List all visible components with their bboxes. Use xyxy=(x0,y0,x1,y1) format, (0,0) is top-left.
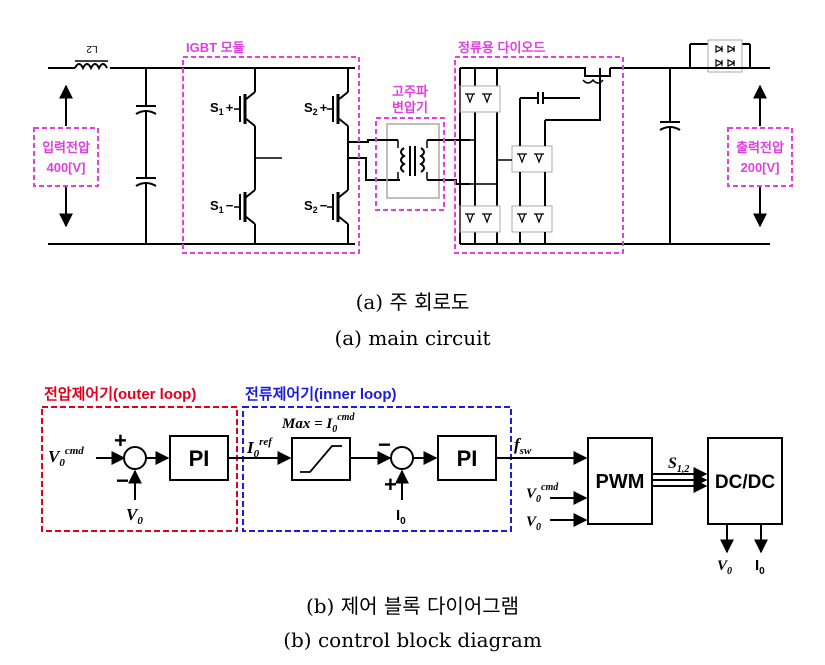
inner-loop-box xyxy=(242,406,512,532)
igbt-s1-plus xyxy=(234,91,256,127)
input-voltage-label-2: 400[V] xyxy=(46,160,85,175)
pi-outer-label: PI xyxy=(189,446,210,471)
v0-cmd-label: V0cmd xyxy=(48,445,84,469)
caption-b-english: (b) control block diagram xyxy=(283,628,542,652)
s12-label: S1,2 xyxy=(668,455,689,475)
v0-feedback-label: V0 xyxy=(126,505,143,527)
pwm-label: PWM xyxy=(596,471,645,493)
dcdc-label: DC/DC xyxy=(715,472,775,493)
switch-s1-plus-label: S1+ xyxy=(210,100,234,117)
outer-loop-box xyxy=(41,406,238,532)
hf-transformer-label-1: 고주파 xyxy=(392,84,428,99)
outer-minus-sign: − xyxy=(116,468,129,493)
pwm-v0-label: V0 xyxy=(526,514,541,533)
input-voltage-box xyxy=(33,127,99,187)
dcdc-v0-output-label: V0 xyxy=(717,558,732,577)
dcdc-block xyxy=(707,437,783,525)
rectifier-label: 정류용 다이오드 xyxy=(458,40,545,55)
outer-plus-sign: + xyxy=(114,428,127,453)
rectifier-box xyxy=(454,56,624,254)
caption-a-english: (a) main circuit xyxy=(334,326,491,350)
switch-s2-plus-label: S2+ xyxy=(304,100,328,117)
inner-loop-label: 전류제어기(inner loop) xyxy=(245,386,397,403)
switch-s1-minus-label: S1− xyxy=(210,198,234,215)
igbt-s2-minus xyxy=(327,189,349,225)
inner-summing-junction xyxy=(390,446,414,470)
inductor-coil xyxy=(74,63,108,71)
igbt-s2-plus xyxy=(327,91,349,127)
output-voltage-label-2: 200[V] xyxy=(740,160,779,175)
pi-inner-label: PI xyxy=(457,446,478,471)
i0-ref-label: I0ref xyxy=(246,436,273,460)
caption-b-korean: (b) 제어 블록 다이어그램 xyxy=(305,594,520,618)
outer-summing-junction xyxy=(123,446,147,470)
inner-minus-sign: − xyxy=(378,432,391,457)
output-diode-block xyxy=(689,39,770,73)
i0-feedback-label: I0 xyxy=(396,507,406,527)
rectifier-bridge xyxy=(459,67,690,245)
outer-loop-label: 전압제어기(outer loop) xyxy=(44,386,196,403)
hf-transformer-label-2: 변압기 xyxy=(392,100,428,115)
inductor-label: L2 xyxy=(86,43,98,54)
dcdc-i0-output-label: I0 xyxy=(755,557,765,577)
igbt-module-label: IGBT 모듈 xyxy=(186,40,245,55)
input-voltage-label-1: 입력전압 xyxy=(42,140,90,155)
fsw-label: fsw xyxy=(514,435,532,457)
hf-transformer xyxy=(380,123,470,199)
caption-a-korean: (a) 주 회로도 xyxy=(355,290,470,314)
switch-s2-minus-label: S2− xyxy=(304,198,328,215)
limiter-curve xyxy=(300,445,342,473)
output-voltage-box xyxy=(727,127,793,187)
output-voltage-label-1: 출력전압 xyxy=(736,140,784,155)
pwm-v0-cmd-label: V0cmd xyxy=(526,482,559,505)
igbt-module-box xyxy=(182,56,360,254)
inner-plus-sign: + xyxy=(384,472,397,497)
igbt-s1-minus xyxy=(234,189,256,225)
main-circuit xyxy=(48,39,770,245)
hf-transformer-box xyxy=(375,117,445,211)
limiter-max-label: Max = I0cmd xyxy=(281,412,355,435)
